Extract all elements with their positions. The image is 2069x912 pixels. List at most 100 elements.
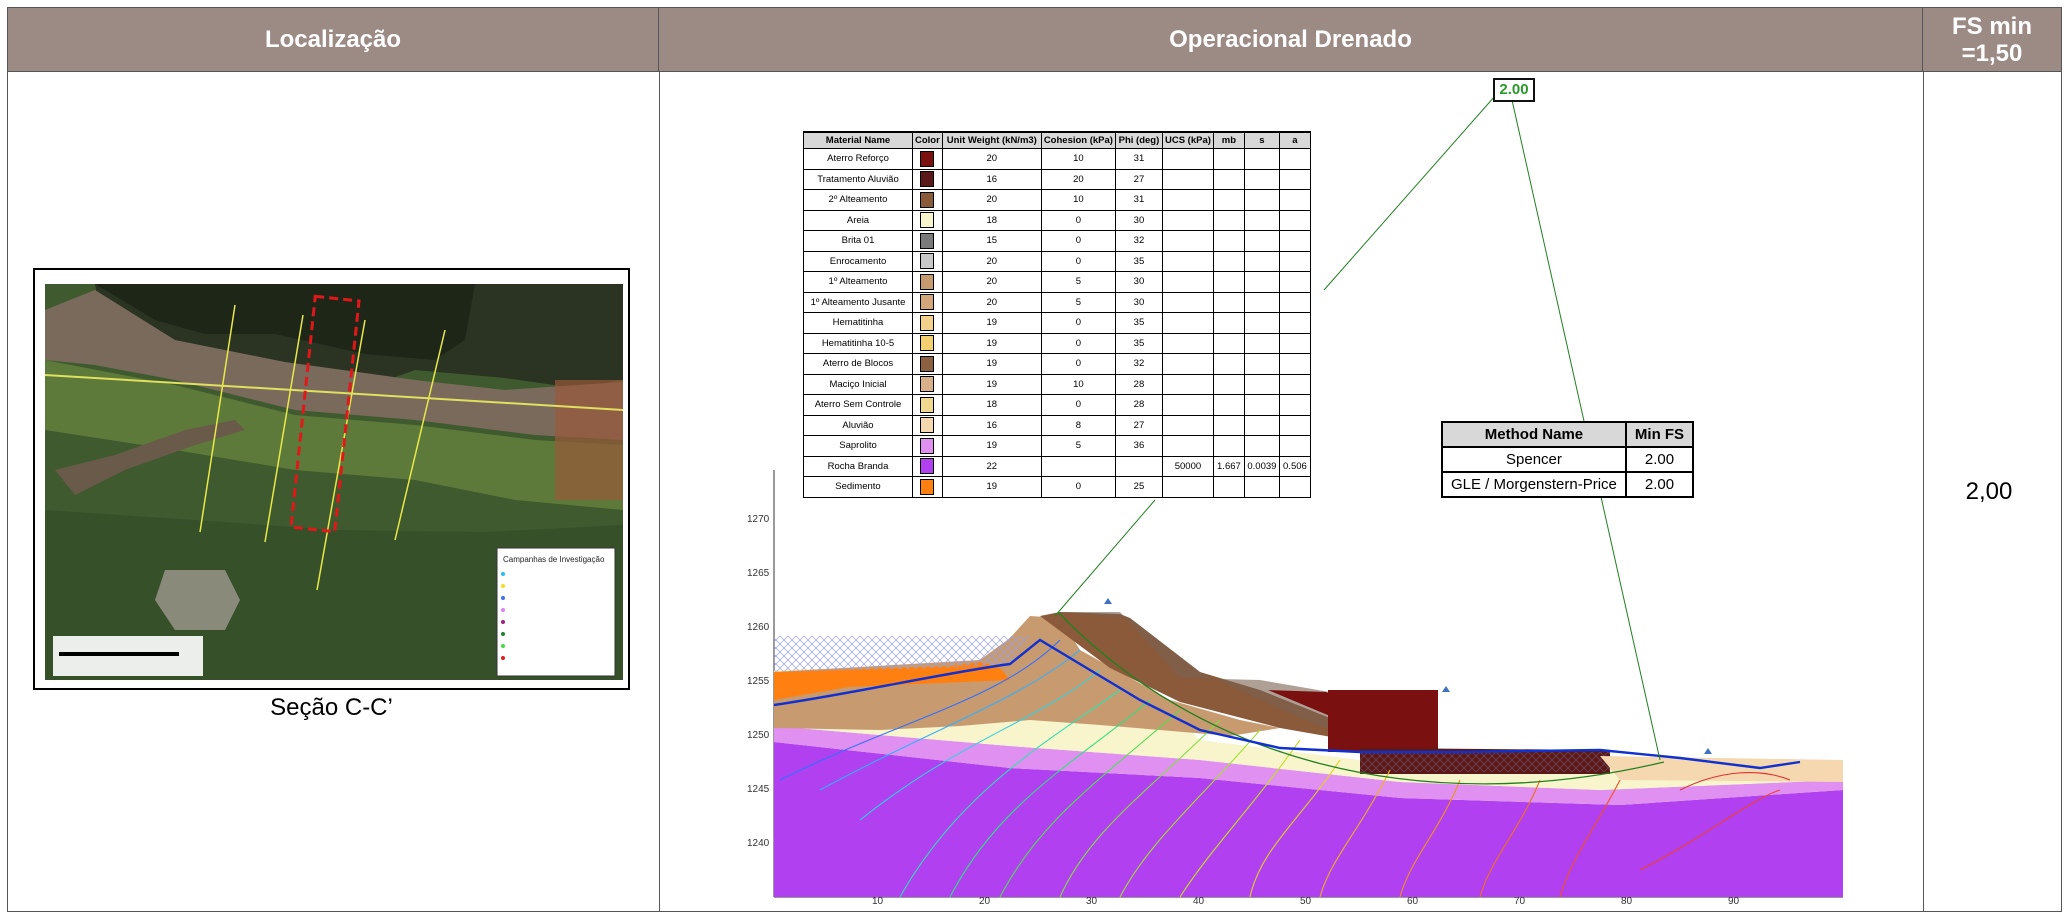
material-s (1243, 414, 1280, 436)
material-phi: 31 (1114, 148, 1163, 170)
material-mb (1212, 168, 1245, 190)
x-tick: 10 (872, 896, 884, 907)
material-phi: 27 (1114, 168, 1163, 190)
col-header: s (1243, 131, 1280, 149)
material-ucs: 50000 (1161, 455, 1214, 477)
material-color-swatch (912, 476, 943, 498)
material-color-swatch (912, 230, 943, 252)
y-tick: 1245 (747, 784, 770, 795)
y-tick: 1265 (747, 568, 770, 579)
material-color-swatch (912, 189, 943, 211)
material-phi: 28 (1114, 394, 1163, 416)
header-fs-min: FS min =1,50 (1923, 8, 2061, 71)
section-caption: Seção C-C’ (270, 694, 393, 721)
y-tick: 1255 (747, 676, 770, 687)
material-weight: 19 (941, 312, 1042, 334)
material-color-swatch (912, 209, 943, 231)
material-name: Aterro Reforço (803, 148, 913, 170)
material-phi: 30 (1114, 291, 1163, 313)
materials-table-header: Material Name Color Unit Weight (kN/m3) … (803, 131, 1311, 149)
fs-row: GLE / Morgenstern-Price 2.00 (1441, 471, 1695, 498)
y-tick: 1250 (747, 730, 770, 741)
material-ucs (1161, 250, 1214, 272)
material-phi: 35 (1114, 332, 1163, 354)
material-color-swatch (912, 312, 943, 334)
material-name: Aterro de Blocos (803, 353, 913, 375)
x-tick: 90 (1728, 896, 1740, 907)
x-tick: 60 (1407, 896, 1419, 907)
material-color-swatch (912, 148, 943, 170)
material-cohesion: 5 (1040, 291, 1116, 313)
material-a (1278, 312, 1311, 334)
material-cohesion: 0 (1040, 476, 1116, 498)
x-tick: 50 (1300, 896, 1312, 907)
material-mb (1212, 332, 1245, 354)
material-cohesion: 10 (1040, 148, 1116, 170)
material-s (1243, 271, 1280, 293)
material-weight: 19 (941, 332, 1042, 354)
material-s (1243, 394, 1280, 416)
material-mb (1212, 250, 1245, 272)
material-color-swatch (912, 291, 943, 313)
material-cohesion: 10 (1040, 373, 1116, 395)
header-localizacao: Localização (8, 8, 659, 71)
column-divider-1 (659, 71, 660, 911)
material-weight: 19 (941, 476, 1042, 498)
material-name: Aluvião (803, 414, 913, 436)
material-a (1278, 230, 1311, 252)
material-ucs (1161, 291, 1214, 313)
material-mb (1212, 435, 1245, 457)
material-ucs (1161, 230, 1214, 252)
results-table: Localização Operacional Drenado FS min =… (7, 7, 2062, 912)
material-phi: 25 (1114, 476, 1163, 498)
material-s (1243, 291, 1280, 313)
material-weight: 18 (941, 209, 1042, 231)
material-s: 0.0039 (1243, 455, 1280, 477)
material-phi (1114, 455, 1163, 477)
material-phi: 35 (1114, 312, 1163, 334)
material-mb (1212, 189, 1245, 211)
material-name: Maciço Inicial (803, 373, 913, 395)
material-cohesion: 5 (1040, 271, 1116, 293)
material-a (1278, 373, 1311, 395)
material-cohesion: 0 (1040, 230, 1116, 252)
x-tick: 40 (1193, 896, 1205, 907)
col-header: a (1278, 131, 1311, 149)
material-color-swatch (912, 168, 943, 190)
material-a (1278, 476, 1311, 498)
material-cohesion: 5 (1040, 435, 1116, 457)
material-s (1243, 209, 1280, 231)
material-phi: 36 (1114, 435, 1163, 457)
material-name: Brita 01 (803, 230, 913, 252)
aerial-image: Campanhas de Investigação (35, 270, 628, 688)
material-name: 2º Alteamento (803, 189, 913, 211)
material-name: Sedimento (803, 476, 913, 498)
material-ucs (1161, 373, 1214, 395)
material-ucs (1161, 394, 1214, 416)
material-phi: 30 (1114, 271, 1163, 293)
materials-table: Material Name Color Unit Weight (kN/m3) … (803, 131, 1311, 498)
material-weight: 16 (941, 414, 1042, 436)
fs-value-cell: 2,00 (1965, 478, 2013, 505)
material-name: Hematitinha 10-5 (803, 332, 913, 354)
fs-method: Spencer (1441, 446, 1627, 473)
x-tick: 70 (1514, 896, 1526, 907)
col-header: Phi (deg) (1114, 131, 1163, 149)
col-header: mb (1212, 131, 1245, 149)
fs-value: 2.00 (1624, 471, 1695, 498)
x-tick: 30 (1086, 896, 1098, 907)
material-mb (1212, 271, 1245, 293)
material-ucs (1161, 168, 1214, 190)
diagram-fs-label: 2.00 (1493, 78, 1535, 102)
material-color-swatch (912, 414, 943, 436)
